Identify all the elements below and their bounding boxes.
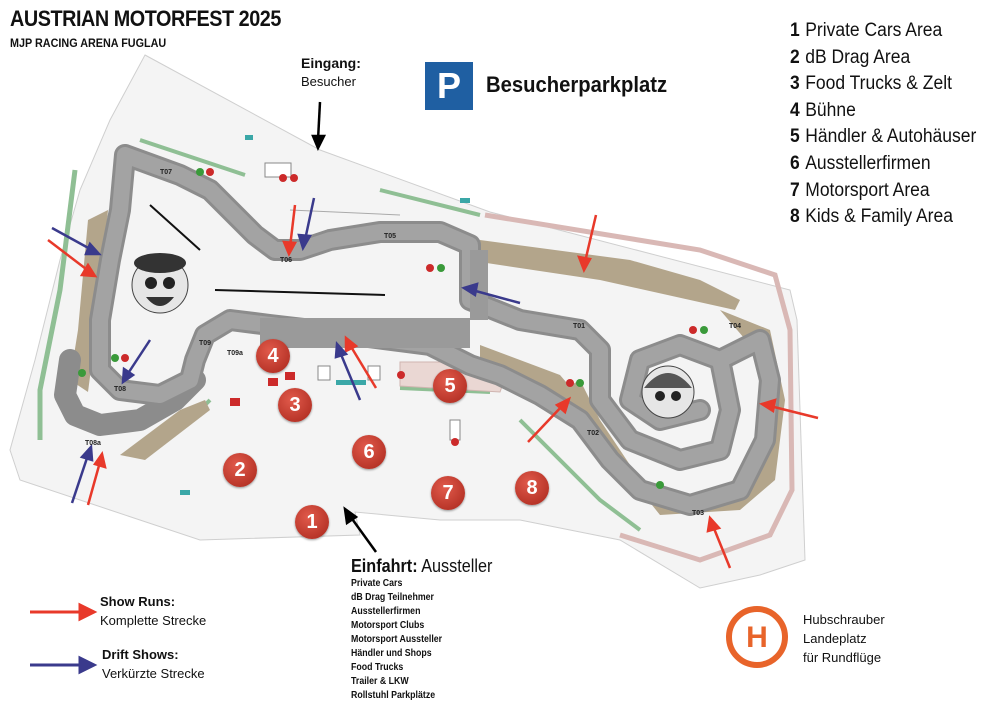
list-item: Food Trucks (351, 662, 404, 673)
turn-label: T04 (729, 323, 742, 330)
drift-line-2 (214, 289, 386, 296)
show-run-arrows (47, 204, 819, 569)
barrier-green-top (139, 138, 246, 177)
turn-label: T07 (160, 169, 173, 176)
parking-icon: P (425, 62, 473, 110)
svg-text:H: H (746, 621, 768, 654)
drift-line-3 (289, 209, 401, 216)
parking-label: Besucherparkplatz (486, 72, 668, 97)
list-item: dB Drag Teilnehmer (351, 592, 434, 603)
list-item: Händler und Shops (351, 648, 432, 659)
exhibitor-entrance-list: Private Cars dB Drag Teilnehmer Ausstell… (351, 577, 442, 703)
drift-show-arrows (51, 197, 521, 504)
turn-label: T08 (114, 386, 127, 393)
list-item: Ausstellerfirmen (351, 606, 421, 617)
helmet-mascot-skull (641, 365, 695, 419)
container-b (285, 372, 295, 380)
list-item: Private Cars (351, 578, 403, 589)
show-runs-legend: Show Runs: Komplette Strecke (100, 594, 207, 628)
legend-red-arrow (30, 602, 98, 622)
turn-label: T05 (384, 233, 397, 240)
drift-shows-legend: Drift Shows: Verkürzte Strecke (102, 647, 205, 681)
legend-blue-arrow (30, 655, 98, 675)
turn-label: T06 (280, 257, 293, 264)
marker-teal-c (180, 490, 190, 495)
area-badge-5: 5 (433, 369, 467, 403)
runoff-bottom-left (120, 400, 210, 460)
area-badge-2: 2 (223, 453, 257, 487)
helipad-icon: H (726, 606, 788, 668)
list-item: Motorsport Clubs (351, 620, 425, 631)
turn-label: T01 (573, 323, 586, 330)
stand-small-a (317, 365, 331, 381)
drift-mascot-skull (131, 253, 189, 314)
marker-teal-d (336, 380, 366, 385)
stand-1 (264, 162, 292, 178)
barrier-green-top2 (379, 188, 481, 217)
turn-label: T09 (199, 340, 212, 347)
area-badge-4: 4 (256, 339, 290, 373)
runoff-top (480, 240, 740, 310)
page-subtitle: MJP RACING ARENA FUGLAU (10, 36, 167, 50)
entrance-arrows (311, 101, 378, 553)
area-badge-3: 3 (278, 388, 312, 422)
container-c (230, 398, 240, 406)
visitor-entrance-label: Eingang: Besucher (301, 55, 361, 89)
turn-label: T09a (227, 350, 243, 357)
container-a (268, 378, 278, 386)
signal-lights (78, 168, 708, 489)
marker-teal-b (460, 198, 470, 203)
turn-label: T02 (587, 430, 600, 437)
area-badge-7: 7 (431, 476, 465, 510)
area-badge-6: 6 (352, 435, 386, 469)
barrier-green-left (37, 169, 78, 440)
turn-label: T03 (692, 510, 705, 517)
page-title: AUSTRIAN MOTORFEST 2025 (10, 6, 281, 31)
barrier-green-bottom-right (518, 418, 642, 532)
runoff-left (70, 210, 108, 392)
list-item: Rollstuhl Parkplätze (351, 690, 436, 701)
helipad-label: Hubschrauber Landeplatz für Rundflüge (803, 612, 885, 665)
area-badge-8: 8 (515, 471, 549, 505)
exhibitor-entrance-title: Einfahrt: Aussteller (351, 556, 493, 576)
area-badge-1: 1 (295, 505, 329, 539)
drift-line-1 (149, 204, 201, 251)
stand-small-c (449, 419, 461, 441)
list-item: Trailer & LKW (351, 676, 409, 687)
marker-teal-a (245, 135, 253, 140)
pit-lane (470, 250, 488, 320)
list-item: Motorsport Aussteller (351, 634, 443, 645)
turn-label: T08a (85, 440, 101, 447)
paddock-road (260, 318, 470, 348)
